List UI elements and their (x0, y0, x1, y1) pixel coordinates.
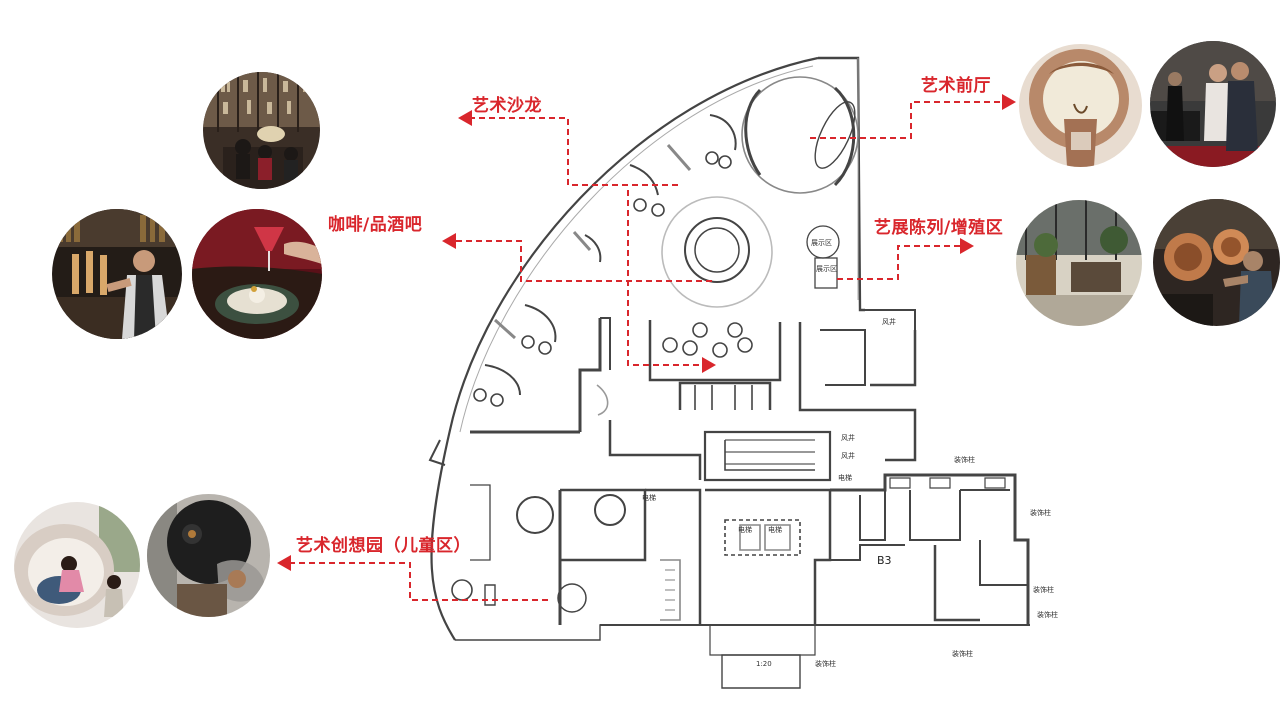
plan-label-wind-1: 风井 (882, 317, 896, 326)
plan-label-deco-1: 装饰柱 (954, 455, 975, 464)
leader-art-lobby (810, 94, 1016, 139)
photo-exhibition-shop (1016, 200, 1142, 326)
photo-cocktail (192, 209, 322, 339)
photo-art-lobby-sculpture (1019, 44, 1142, 167)
plan-label-scale: 1:20 (756, 660, 772, 668)
plan-label-deco-4: 装饰柱 (1037, 610, 1058, 619)
label-art-lobby: 艺术前厅 (921, 76, 991, 96)
photo-exhibition-visitor (1153, 199, 1280, 326)
plan-label-deco-5: 装饰柱 (952, 649, 973, 658)
plan-label-elevator-2: 电梯 (738, 525, 752, 534)
photo-art-lobby-couple (1150, 41, 1276, 167)
plan-label-wind-2: 风井 (841, 433, 855, 442)
leader-lounge (627, 190, 716, 373)
plan-level-label: B3 (877, 554, 892, 567)
leader-coffee-bar (442, 233, 712, 282)
plan-label-wind-3: 风井 (841, 451, 855, 460)
plan-label-display-1: 展示区 (811, 239, 832, 247)
leader-kids-park (277, 555, 548, 601)
label-art-salon: 艺术沙龙 (472, 96, 542, 116)
plan-label-elevator-1: 电梯 (838, 473, 852, 482)
plan-label-display-2: 展示区 (816, 265, 837, 273)
plan-label-deco-6: 装饰柱 (815, 659, 836, 668)
plan-label-deco-2: 装饰柱 (1030, 508, 1051, 517)
label-exhibition: 艺展陈列/增殖区 (874, 218, 1004, 238)
label-coffee-wine-bar: 咖啡/品酒吧 (328, 215, 423, 235)
plan-label-elevator-3: 电梯 (768, 525, 782, 534)
photo-bartender (52, 209, 182, 339)
photo-kids-pod (147, 494, 270, 617)
plan-label-elevator-4: 电梯 (642, 493, 656, 502)
leader-art-salon (458, 110, 678, 186)
photo-art-salon (203, 72, 320, 189)
leader-exhibition (837, 238, 974, 280)
label-kids-park: 艺术创想园（儿童区） (296, 536, 471, 556)
photo-kids-tube (14, 502, 140, 628)
plan-label-deco-3: 装饰柱 (1033, 585, 1054, 594)
